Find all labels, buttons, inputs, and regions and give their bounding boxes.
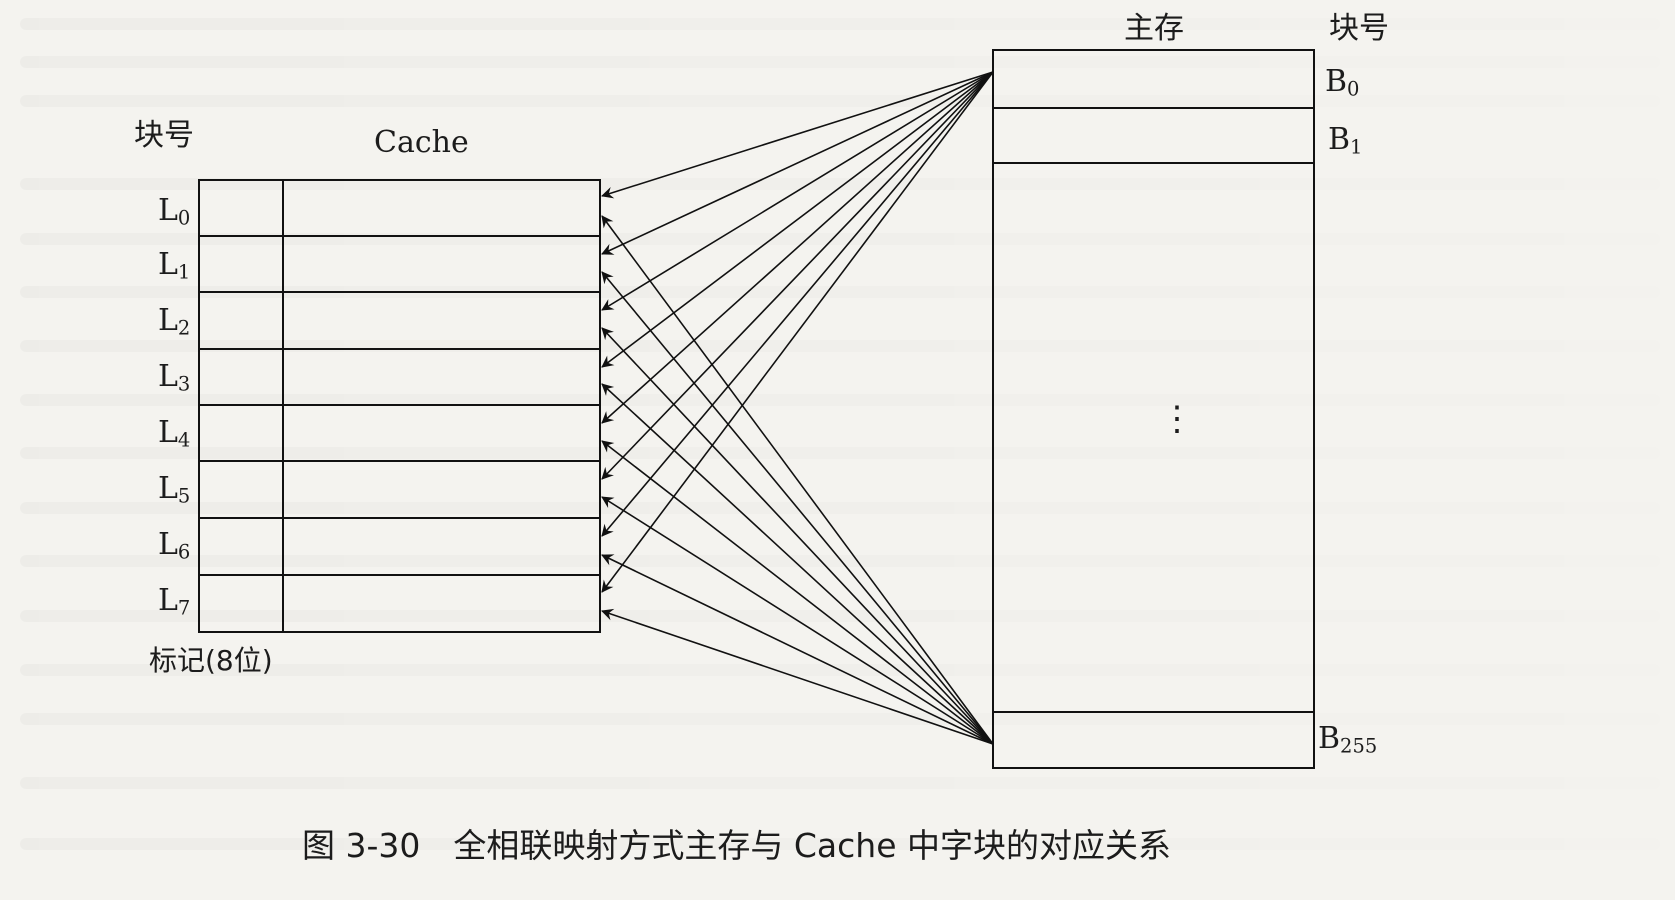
memory-block-base: B <box>1318 721 1341 756</box>
cache-line-sub: 5 <box>177 484 191 508</box>
left-block-header: 块号 <box>134 118 194 153</box>
cache-line-sub: 3 <box>177 372 191 396</box>
cache-line-label-1: L1 <box>158 250 190 282</box>
cache-line-label-4: L4 <box>158 418 190 450</box>
memory-block-label-1: B1 <box>1328 125 1362 157</box>
memory-block-label-0: B0 <box>1325 67 1359 99</box>
cache-line-base: L <box>158 359 178 394</box>
cache-line-base: L <box>158 193 178 228</box>
cache-line-sub: 1 <box>177 260 191 284</box>
memory-block-sub: 0 <box>1347 77 1360 101</box>
cache-line-sub: 4 <box>177 428 191 452</box>
cache-line-base: L <box>158 247 178 282</box>
cache-line-label-6: L6 <box>158 530 190 562</box>
memory-block-base: B <box>1328 122 1351 157</box>
cache-line-base: L <box>158 303 178 338</box>
cache-line-sub: 6 <box>177 540 191 564</box>
memory-block-base: B <box>1325 64 1348 99</box>
cache-table <box>198 179 601 633</box>
memory-block-label-255: B255 <box>1318 724 1377 756</box>
memory-block-sub: 1 <box>1350 135 1363 159</box>
cache-line-sub: 7 <box>177 596 191 620</box>
tag-label: 标记(8位) <box>149 644 273 677</box>
memory-block-sub: 255 <box>1340 734 1378 758</box>
cache-line-sub: 2 <box>177 316 191 340</box>
main-memory-title: 主存 <box>1124 11 1184 46</box>
cache-line-base: L <box>158 527 178 562</box>
cache-title: Cache <box>374 125 469 160</box>
cache-line-base: L <box>158 471 178 506</box>
cache-line-sub: 0 <box>177 206 191 230</box>
mapping-arrows <box>601 71 994 745</box>
cache-line-label-5: L5 <box>158 474 190 506</box>
cache-line-base: L <box>158 415 178 450</box>
memory-ellipsis: ⋮ <box>1160 399 1194 439</box>
cache-line-label-3: L3 <box>158 362 190 394</box>
cache-line-base: L <box>158 583 178 618</box>
cache-line-label-7: L7 <box>158 586 190 618</box>
memory-table <box>992 49 1315 769</box>
cache-line-label-0: L0 <box>158 196 190 228</box>
right-block-header: 块号 <box>1329 11 1389 46</box>
cache-line-label-2: L2 <box>158 306 190 338</box>
figure-caption: 图 3-30 全相联映射方式主存与 Cache 中字块的对应关系 <box>302 826 1171 865</box>
